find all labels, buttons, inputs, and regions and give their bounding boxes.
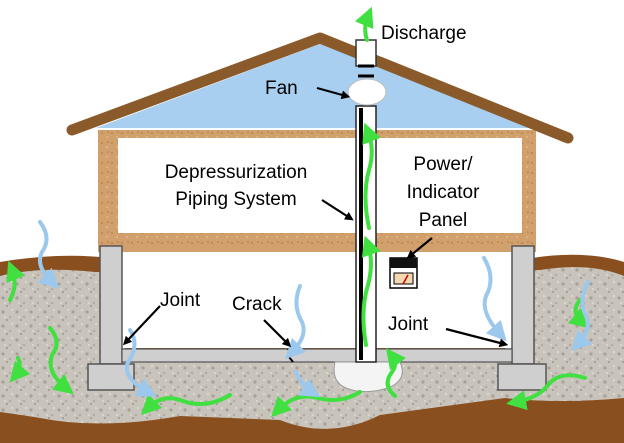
- fan-pointer: [316, 86, 351, 100]
- panel-label-line1: Power/: [413, 154, 473, 175]
- foundation-wall-left: [87, 245, 135, 391]
- attic: [96, 44, 540, 128]
- basement: [98, 244, 536, 348]
- discharge-label: Discharge: [381, 23, 467, 44]
- roof: [66, 32, 574, 144]
- soil-gas-arrow: [9, 356, 31, 383]
- air-flow-arrows: [37, 220, 593, 398]
- indicator-panel-icon: [389, 257, 418, 289]
- soil-gas-arrow: [270, 390, 362, 418]
- joint-right-label: Joint: [388, 314, 429, 335]
- soil-gas-arrow: [6, 260, 25, 302]
- fan-icon: [347, 78, 387, 106]
- joint-left-pointer: [122, 305, 161, 346]
- soil-gas-arrow: [567, 298, 590, 329]
- air-flow-arrow: [482, 256, 507, 342]
- label-pointers: [122, 86, 509, 348]
- soil-gas-arrow: [362, 122, 381, 230]
- joint-right-pointer: [445, 327, 509, 348]
- suction-pit: [333, 361, 403, 393]
- crack-label: Crack: [232, 294, 282, 315]
- air-flow-arrow: [125, 328, 157, 397]
- soil-gas-arrow: [48, 326, 74, 395]
- fan-label: Fan: [265, 78, 298, 99]
- soil-gas-arrow: [361, 235, 381, 347]
- panel-label-line2: Indicator: [407, 182, 481, 203]
- air-flow-arrow: [294, 370, 321, 398]
- joint-left-label: Joint: [160, 290, 201, 311]
- air-flow-arrow: [37, 220, 60, 289]
- piping-pointer: [321, 199, 354, 221]
- foundation-wall-right: [497, 245, 547, 391]
- basement-slab: [121, 348, 513, 363]
- soil-gas-arrow: [385, 347, 406, 398]
- piping-label-line2: Piping System: [175, 189, 296, 210]
- soil-gas-arrow: [140, 393, 232, 416]
- house-wall: [98, 130, 536, 248]
- air-flow-arrow: [570, 280, 593, 352]
- crack-pointer: [263, 319, 292, 348]
- panel-label-line3: Panel: [419, 210, 468, 231]
- air-flow-arrow: [284, 284, 307, 360]
- piping-label-line1: Depressurization: [165, 162, 308, 183]
- panel-pointer: [406, 237, 433, 259]
- soil-gas-arrow: [354, 6, 374, 42]
- soil-gas-arrow: [506, 373, 587, 411]
- soil-gas-arrows: [6, 6, 590, 418]
